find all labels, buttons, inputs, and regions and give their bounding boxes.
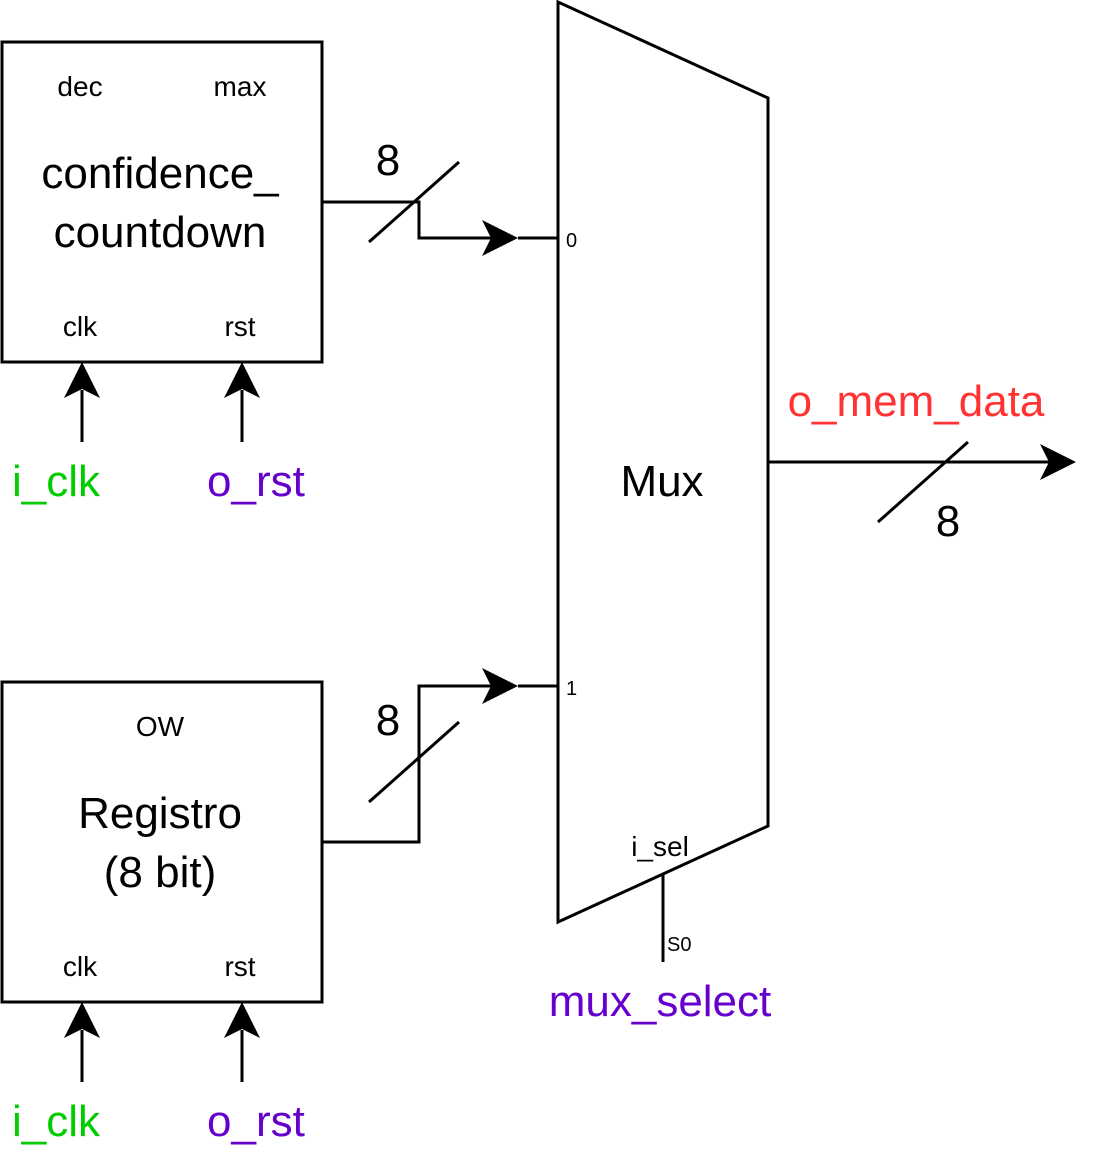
mux-sel-pin: S0 bbox=[667, 934, 691, 956]
counter-block-outline bbox=[0, 40, 324, 364]
counter-clk-signal: i_clk bbox=[12, 457, 101, 506]
up-arrow-icon bbox=[224, 1002, 260, 1038]
register-title-line2: (8 bit) bbox=[104, 848, 216, 897]
mux-input1-pin: 1 bbox=[566, 678, 577, 700]
counter-port-max: max bbox=[214, 71, 267, 102]
counter-port-rst: rst bbox=[224, 311, 255, 342]
register-title-line1: Registro bbox=[78, 789, 242, 838]
mux-select-line: S0 bbox=[661, 874, 691, 962]
mux-select-signal: mux_select bbox=[549, 977, 772, 1026]
register-block: OW Registro (8 bit) clk rst bbox=[0, 680, 324, 1004]
right-arrow-icon bbox=[1040, 444, 1076, 480]
register-to-mux-bus bbox=[322, 668, 558, 844]
mux-outline bbox=[556, 0, 770, 925]
register-bus-width: 8 bbox=[376, 696, 400, 745]
output-signal: o_mem_data bbox=[788, 377, 1045, 426]
up-arrow-icon bbox=[224, 362, 260, 398]
register-rst-input bbox=[224, 1002, 260, 1082]
up-arrow-icon bbox=[64, 362, 100, 398]
counter-title-line2: countdown bbox=[54, 208, 267, 257]
counter-clk-input bbox=[64, 362, 100, 442]
right-arrow-icon bbox=[482, 668, 518, 704]
register-port-rst: rst bbox=[224, 951, 255, 982]
counter-port-clk: clk bbox=[63, 311, 98, 342]
counter-rst-input bbox=[224, 362, 260, 442]
mux-block: Mux 0 1 i_sel bbox=[556, 0, 770, 925]
counter-to-mux-bus bbox=[322, 160, 558, 256]
register-port-ow: OW bbox=[136, 711, 185, 742]
counter-title-line1: confidence_ bbox=[41, 149, 279, 198]
right-arrow-icon bbox=[482, 220, 518, 256]
mux-output-bus bbox=[768, 440, 1076, 524]
register-rst-signal: o_rst bbox=[207, 1097, 305, 1146]
register-port-clk: clk bbox=[63, 951, 98, 982]
counter-bus-width: 8 bbox=[376, 136, 400, 185]
bus-width-slash bbox=[877, 440, 969, 524]
mux-input0-pin: 0 bbox=[566, 230, 577, 252]
bus-width-slash bbox=[368, 160, 460, 244]
register-block-outline bbox=[0, 680, 324, 1004]
mux-sel-port: i_sel bbox=[631, 831, 689, 862]
register-clk-signal: i_clk bbox=[12, 1097, 101, 1146]
output-bus-width: 8 bbox=[936, 497, 960, 546]
mux-label: Mux bbox=[620, 457, 703, 506]
up-arrow-icon bbox=[64, 1002, 100, 1038]
bus-width-slash bbox=[368, 720, 460, 804]
counter-block: dec max confidence_ countdown clk rst bbox=[0, 40, 324, 364]
counter-port-dec: dec bbox=[57, 71, 102, 102]
counter-rst-signal: o_rst bbox=[207, 457, 305, 506]
register-clk-input bbox=[64, 1002, 100, 1082]
